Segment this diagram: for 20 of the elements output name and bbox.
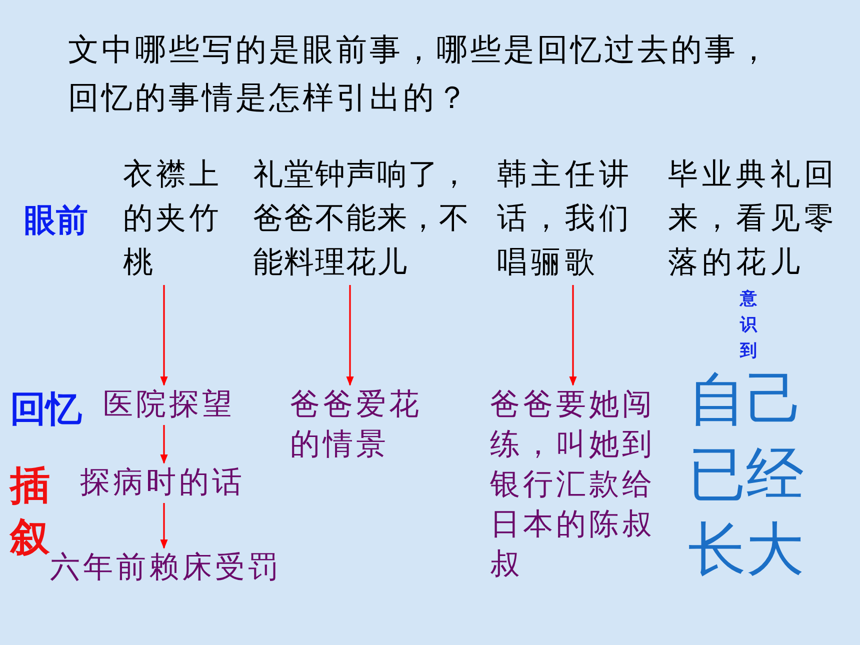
category-label: 回忆 (10, 387, 83, 431)
arrow (346, 285, 354, 386)
vertical-note: 意识到 (740, 288, 758, 362)
category-label: 眼前 (24, 201, 89, 240)
event-text: 医院探望 (103, 385, 253, 425)
arrow (160, 503, 168, 549)
arrow (160, 425, 168, 464)
question-title: 文中哪些写的是眼前事，哪些是回忆过去的事，回忆的事情是怎样引出的？ (68, 31, 772, 117)
event-text: 毕业典礼回来，看见零落的花儿 (668, 157, 839, 281)
event-text: 礼堂钟声响了，爸爸不能来，不能料理花儿 (253, 153, 478, 285)
event-text: 探病时的话 (80, 463, 260, 503)
event-text: 爸爸要她闯练，叫她到银行汇款给日本的陈叔叔 (490, 385, 662, 585)
category-label: 插叙 (10, 463, 50, 562)
event-text: 衣襟上的夹竹桃 (123, 153, 229, 285)
event-text: 爸爸爱花的情景 (290, 385, 430, 465)
event-text: 六年前赖床受罚 (50, 548, 300, 588)
arrow (569, 285, 577, 386)
arrow (160, 285, 168, 386)
realization-text: 自己已经长大 (688, 366, 805, 584)
event-text: 韩主任讲话，我们唱骊歌 (497, 153, 637, 285)
